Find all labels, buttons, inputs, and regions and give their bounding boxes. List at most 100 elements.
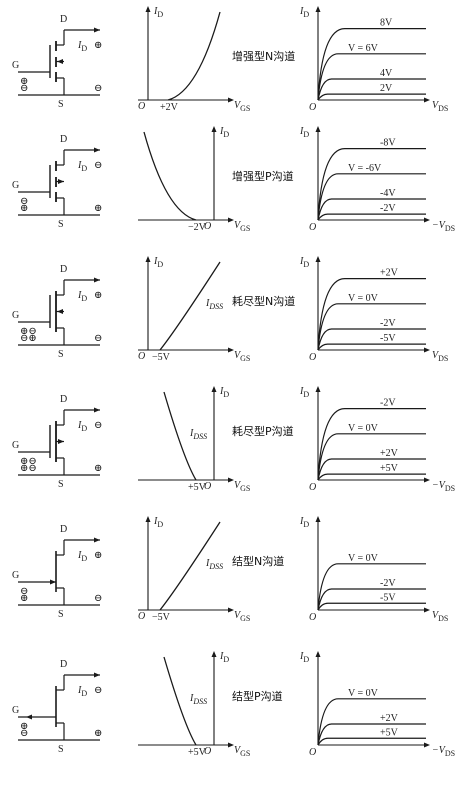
output-curve-1 (317, 408, 426, 481)
transfer-tick-label: +5V (188, 482, 207, 493)
transfer-y-arrow (145, 6, 151, 12)
source-polarity-sign: ⊖ (20, 728, 28, 739)
transfer-x-arrow (228, 347, 234, 353)
rail-polarity-sign: ⊕ (94, 463, 102, 474)
output-y-label-sub: D (303, 10, 309, 19)
rail-polarity-sign: ⊕ (94, 728, 102, 739)
drain-current-label-sub: D (81, 424, 87, 433)
gate-junction-arrow (50, 579, 56, 585)
transfer-x-label-sub: GS (240, 104, 250, 113)
output-curve-label-3: +5V (380, 727, 399, 738)
transfer-curve (159, 261, 221, 351)
transfer-y-label-main: I (153, 516, 158, 527)
output-x-x_sub: DS (445, 749, 455, 758)
drain-current-label: ID (77, 40, 87, 53)
transfer-y-label: ID (153, 6, 163, 19)
idss-subscript: DSS (208, 562, 223, 571)
output-curve-2 (317, 433, 426, 481)
output-curve-label-4: +5V (380, 463, 399, 474)
output-origin: O (309, 352, 316, 363)
output-y-arrow (315, 256, 321, 262)
drain-current-label: ID (77, 420, 87, 433)
gate-polarity-sign: ⊖ (20, 196, 28, 207)
output-x-x_prefix: − (432, 745, 439, 756)
transfer-y-label-sub: D (157, 10, 163, 19)
device-title: 增强型P沟道 (232, 169, 294, 183)
source-label: S (58, 99, 64, 110)
output-y-label: ID (299, 126, 309, 139)
output-curve-1 (317, 698, 426, 746)
output-x-x: V (439, 480, 447, 491)
transfer-x-label-sub: GS (240, 614, 250, 623)
drain-label: D (60, 264, 67, 275)
transfer-curve (167, 11, 221, 101)
drain-current-label-main: I (77, 40, 82, 51)
transfer-y-label-main: I (219, 126, 224, 137)
drain-current-arrow (94, 277, 100, 283)
device-title: 增强型N沟道 (232, 49, 295, 63)
output-x-label: −VDS (432, 745, 455, 758)
output-y-label-main: I (299, 516, 304, 527)
drain-current-label-main: I (77, 420, 82, 431)
output-curve-3 (317, 328, 426, 351)
transfer-origin: O (138, 101, 145, 112)
transfer-x-label-main: V (234, 220, 242, 231)
gate-polarity-sign: ⊕ (20, 721, 28, 732)
transfer-y-label: ID (219, 651, 229, 664)
output-curve-label-1: V = 0V (348, 553, 379, 564)
device-title: 耗尽型P沟道 (232, 424, 294, 438)
idss-subscript: DSS (192, 697, 207, 706)
bulk-arrow (58, 439, 64, 444)
drain-label: D (60, 524, 67, 535)
drain-polarity-sign: ⊕ (94, 290, 102, 301)
gate-label: G (12, 310, 19, 321)
output-curve-label-1: -2V (380, 398, 396, 409)
transfer-x-label-sub: GS (240, 354, 250, 363)
drain-current-label-main: I (77, 290, 82, 301)
output-curve-label-3: 4V (380, 68, 393, 79)
output-curve-3 (317, 737, 426, 746)
transfer-y-arrow (211, 651, 217, 657)
transfer-y-label: ID (219, 126, 229, 139)
rail-polarity-sign: ⊕ (94, 203, 102, 214)
output-curve-2 (317, 588, 426, 611)
output-curve-1 (317, 563, 426, 611)
idss-label: IDSS (189, 428, 207, 441)
output-curve-label-2: -2V (380, 578, 396, 589)
output-curve-label-3: -2V (380, 318, 396, 329)
output-y-label-main: I (299, 126, 304, 137)
drain-current-arrow (94, 147, 100, 153)
drain-current-label: ID (77, 550, 87, 563)
transfer-tick-label: −2V (188, 222, 207, 233)
output-curve-label-2: V = -6V (348, 163, 382, 174)
drain-polarity-sign: ⊕ (94, 550, 102, 561)
output-x-x_sub: DS (438, 614, 448, 623)
transfer-y-label-sub: D (223, 130, 229, 139)
output-y-label-sub: D (303, 520, 309, 529)
output-curve-label-4: -2V (380, 203, 396, 214)
output-x-label: VDS (432, 610, 448, 623)
drain-current-arrow (94, 672, 100, 678)
output-curve-3 (317, 78, 426, 101)
output-y-label: ID (299, 256, 309, 269)
transfer-tick-label: −5V (152, 352, 171, 363)
drain-current-label-main: I (77, 550, 82, 561)
gate-junction-arrow (26, 714, 32, 720)
transfer-y-label: ID (219, 386, 229, 399)
output-curve-3 (317, 602, 426, 611)
